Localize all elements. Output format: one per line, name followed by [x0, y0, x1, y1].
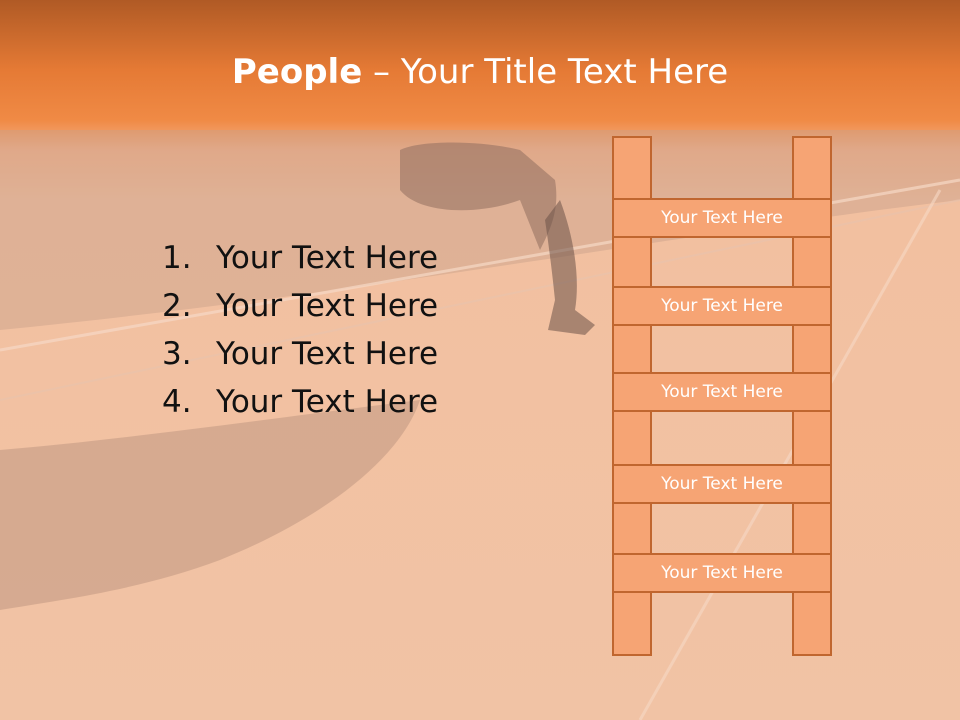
numbered-list: 1. Your Text Here 2. Your Text Here 3. Your… [162, 234, 438, 426]
list-number: 3. [162, 336, 192, 372]
list-item: 4. Your Text Here [162, 378, 438, 426]
title-bold: People [231, 52, 363, 92]
list-text: Your Text Here [216, 384, 439, 420]
list-text: Your Text Here [216, 336, 439, 372]
list-number: 1. [162, 240, 192, 276]
list-item: 1. Your Text Here [162, 234, 438, 282]
list-text: Your Text Here [216, 240, 439, 276]
list-text: Your Text Here [216, 288, 439, 324]
slide-title: People – Your Title Text Here [0, 52, 960, 92]
ladder-rung-2: Your Text Here [612, 286, 832, 326]
ladder-rung-3: Your Text Here [612, 372, 832, 412]
ladder-rung-1: Your Text Here [612, 198, 832, 238]
list-item: 3. Your Text Here [162, 330, 438, 378]
title-rest: – Your Title Text Here [362, 52, 729, 92]
list-number: 2. [162, 288, 192, 324]
list-number: 4. [162, 384, 192, 420]
ladder-rung-4: Your Text Here [612, 464, 832, 504]
ladder-rung-5: Your Text Here [612, 553, 832, 593]
list-item: 2. Your Text Here [162, 282, 438, 330]
